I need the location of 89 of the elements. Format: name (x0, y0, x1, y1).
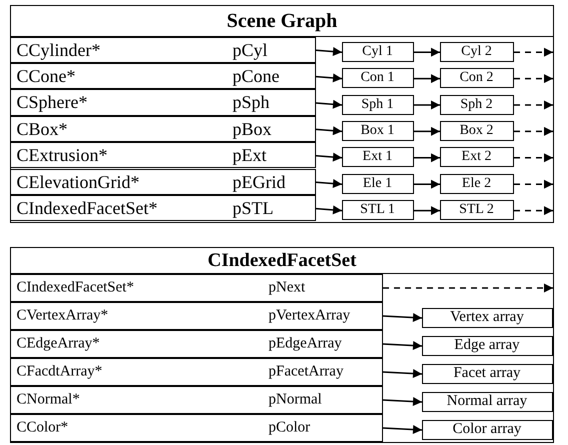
arrow (316, 205, 342, 214)
list-node-box: Box 1 (342, 120, 414, 141)
pointer-name: pCone (232, 67, 280, 86)
pointer-row (10, 358, 382, 386)
arrow (414, 206, 440, 216)
pointer-name: pSph (232, 93, 270, 112)
array-box: Normal array (422, 392, 552, 412)
pointer-name: pSTL (232, 199, 274, 218)
list-node-box: STL 1 (342, 200, 414, 220)
list-node-box: Ele 1 (342, 174, 414, 194)
table-title: CIndexedFacetSet (11, 248, 553, 274)
arrow (382, 369, 422, 378)
arrow (316, 152, 342, 162)
arrow (414, 180, 440, 189)
type-name: CCylinder* (16, 40, 100, 59)
pointer-name: pFacetArray (268, 364, 344, 379)
type-name: CElevationGrid* (16, 172, 140, 191)
arrow (414, 100, 440, 110)
pointer-name: pVertexArray (268, 308, 350, 323)
dashed-arrow (514, 74, 553, 84)
struct-table (10, 247, 554, 443)
type-name: CFacdtArray* (16, 364, 102, 379)
pointer-name: pColor (268, 420, 310, 435)
type-name: CIndexedFacetSet* (16, 199, 158, 218)
type-name: CColor* (16, 420, 68, 435)
pointer-row (10, 274, 382, 302)
array-box: Color array (422, 420, 552, 440)
list-node-box: Ext 2 (440, 147, 514, 168)
dashed-arrow (514, 153, 553, 162)
arrow (316, 179, 342, 188)
dashed-arrow (514, 48, 553, 57)
type-name: CIndexedFacetSet* (16, 280, 134, 295)
arrow (316, 47, 342, 56)
pointer-row (10, 330, 382, 358)
pointer-name: pExt (232, 146, 266, 164)
dashed-arrow (514, 126, 553, 136)
pointer-row (10, 89, 316, 116)
list-node-box: Ext 1 (342, 147, 414, 168)
arrow (414, 74, 440, 84)
list-node-box: Sph 1 (342, 94, 414, 114)
pointer-name: pBox (232, 120, 272, 138)
pointer-row (10, 168, 316, 195)
arrow (414, 48, 440, 57)
type-name: CExtrusion* (16, 146, 108, 164)
arrow (382, 313, 422, 322)
pointer-name: pEGrid (232, 172, 286, 191)
dashed-arrow (514, 206, 553, 216)
arrow (316, 100, 342, 109)
list-node-box: Cyl 2 (440, 42, 514, 62)
arrow (382, 397, 422, 406)
list-node-box: Sph 2 (440, 94, 514, 114)
pointer-row (10, 386, 382, 414)
type-name: CNormal* (16, 392, 80, 407)
arrow (382, 341, 422, 350)
dashed-arrow (383, 284, 553, 292)
array-box: Edge array (422, 336, 552, 356)
arrow (316, 126, 342, 136)
list-node-box: Con 1 (342, 68, 414, 88)
pointer-name: pCyl (232, 40, 268, 59)
type-name: CEdgeArray* (16, 336, 100, 351)
pointer-row (10, 36, 316, 63)
struct-table (10, 5, 554, 223)
type-name: CCone* (16, 67, 76, 86)
arrow (316, 73, 342, 82)
pointer-row (10, 414, 382, 442)
array-box: Facet array (422, 364, 552, 384)
list-node-box: STL 2 (440, 200, 514, 220)
type-name: CSphere* (16, 93, 88, 112)
pointer-row (10, 142, 316, 168)
list-node-box: Box 2 (440, 120, 514, 141)
array-box: Vertex array (422, 308, 552, 328)
list-node-box: Ele 2 (440, 174, 514, 194)
table-title: Scene Graph (11, 6, 553, 37)
pointer-row (10, 302, 382, 330)
pointer-row (10, 116, 316, 142)
dashed-arrow (514, 100, 553, 110)
pointer-name: pNext (268, 280, 306, 295)
pointer-row (10, 194, 316, 222)
arrow (414, 153, 440, 162)
type-name: CVertexArray* (16, 308, 108, 323)
dashed-arrow (514, 180, 553, 189)
pointer-row (10, 62, 316, 90)
type-name: CBox* (16, 120, 68, 138)
arrow (414, 126, 440, 136)
list-node-box: Con 2 (440, 68, 514, 88)
list-node-box: Cyl 1 (342, 42, 414, 62)
arrow (382, 425, 422, 434)
pointer-name: pNormal (268, 392, 322, 407)
pointer-name: pEdgeArray (268, 336, 342, 351)
